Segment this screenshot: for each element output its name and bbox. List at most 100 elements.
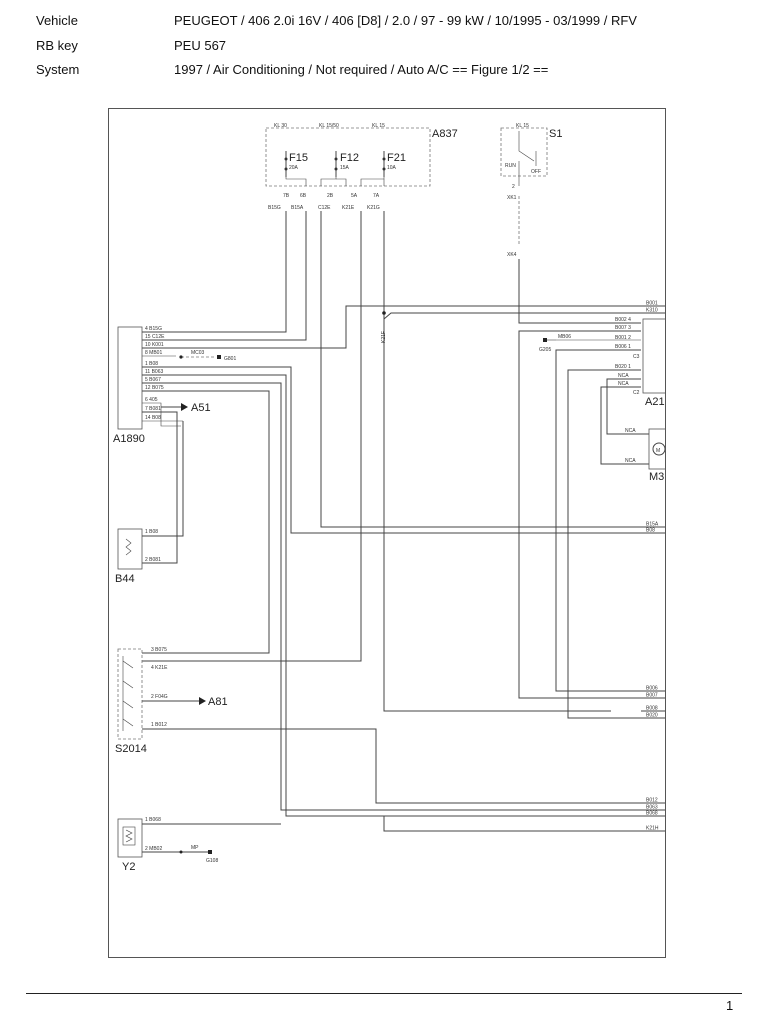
footer-rule (26, 993, 742, 994)
fuse-pin-3: 2B (327, 193, 334, 199)
y2-ground-point: G108 (206, 858, 218, 864)
kl30-label: KL 30 (274, 123, 287, 129)
a212-pin-3: B001 2 (615, 335, 631, 341)
connector-wire-2: K310 (646, 308, 658, 314)
connector-wire-8: B020 (646, 713, 658, 719)
f12-label: F12 (340, 152, 359, 164)
fuse-f15: F15 20A (284, 151, 308, 177)
a1890-pin-6: 11 B063 (145, 369, 163, 375)
a212-pin-8: NCA (618, 381, 629, 387)
wiring-diagram-frame: A837 KL 30 KL 15/50 KL 15 F15 20A F12 15… (108, 108, 666, 958)
f21-rating: 10A (387, 165, 397, 171)
a1890-pin-3: 10 K001 (145, 342, 164, 348)
a1890-pin-1: 4 B15G (145, 326, 162, 332)
fuse-wire-3: C12E (318, 205, 331, 211)
y2-pin-2: 2 MB02 (145, 846, 162, 852)
kl15-label: KL 15 (372, 123, 385, 129)
a212-ground-point: G205 (539, 347, 551, 353)
b44-pin-2: 2 B081 (145, 557, 161, 563)
fuse-wire-5: K21G (367, 205, 380, 211)
f15-label: F15 (289, 152, 308, 164)
fuse-pin-4: 5A (351, 193, 358, 199)
connector-wire-7: B008 (646, 706, 658, 712)
a1890-pin-4: 8 MB01 (145, 350, 162, 356)
m3-label: M3 (649, 471, 664, 483)
a212-pin-7: NCA (618, 373, 629, 379)
s1-run-label: RUN (505, 163, 516, 169)
s1-wire-xk1: XK1 (507, 195, 517, 201)
coil-icon (122, 826, 136, 846)
a1890-pin-9: 6 405 (145, 397, 158, 403)
s2014-pin-2: 4 K21E (151, 665, 168, 671)
connector-wire-6: B007 (646, 693, 658, 699)
connector-wire-10: B063 (646, 805, 658, 811)
m3-wire-2: NCA (625, 458, 636, 464)
s1-off-label: OFF (531, 169, 541, 175)
connector-wire-12: K21H (646, 826, 659, 832)
rb-key-label: RB key (36, 38, 78, 53)
right-connector: B0011K3102B15A3B084B0065B0076B0087B0208B… (641, 301, 665, 832)
m3-wire-1: NCA (625, 428, 636, 434)
s2014-label: S2014 (115, 743, 147, 755)
svg-text:M: M (656, 448, 660, 454)
fuse-pin-5: 7A (373, 193, 380, 199)
k21f-wire-label: K21F (381, 331, 387, 343)
s1-pin: 2 (512, 184, 515, 190)
b44-pin-1: 1 B08 (145, 529, 158, 535)
s2014-contacts (122, 656, 134, 731)
connector-wire-9: B012 (646, 798, 658, 804)
switch-s2014 (117, 648, 143, 740)
fuse-pin-1: 7B (283, 193, 290, 199)
a212-pin-2: B007 3 (615, 325, 631, 331)
f21-label: F21 (387, 152, 406, 164)
motor-icon (652, 442, 665, 456)
a1890-pin-10: 7 B081 (145, 406, 161, 412)
a212-pin-4: B006 1 (615, 344, 631, 350)
fuse-box-a837 (265, 127, 431, 187)
y2-label: Y2 (122, 861, 135, 873)
y2-pin-1: 1 B068 (145, 817, 161, 823)
rb-key-value: PEU 567 (174, 38, 227, 53)
a1890-pin-labels: 4 B15G 15 C12E 10 K001 8 MB01 1 B08 11 B… (145, 326, 165, 421)
a212-pin-labels: B002 4 B007 3 B001 2 B006 1 C3 B020 1 NC… (615, 317, 640, 396)
connector-wire-4: B08 (646, 528, 655, 534)
sensor-b44 (117, 528, 143, 570)
a837-label: A837 (432, 128, 458, 140)
vehicle-label: Vehicle (36, 13, 78, 28)
a1890-ground-wire: MC03 (191, 350, 205, 356)
f12-rating: 15A (340, 165, 350, 171)
system-value: 1997 / Air Conditioning / Not required /… (174, 62, 549, 77)
fuse-wire-4: K21E (342, 205, 355, 211)
a1890-pin-11: 14 B08 (145, 415, 161, 421)
fuse-pin-2: 6B (300, 193, 307, 199)
a212-pin-9: C2 (633, 390, 640, 396)
f15-rating: 20A (289, 165, 299, 171)
connector-wire-11: B068 (646, 811, 658, 817)
s2014-pin-4: 1 B012 (151, 722, 167, 728)
module-a212 (642, 318, 665, 394)
connector-wire-5: B006 (646, 686, 658, 692)
system-label: System (36, 62, 80, 77)
a212-ground-wire: MB06 (558, 334, 571, 340)
a81-label: A81 (208, 696, 228, 708)
a212-pin-5: C3 (633, 354, 640, 360)
a212-pin-6: B020 1 (615, 364, 631, 370)
vehicle-value: PEUGEOT / 406 2.0i 16V / 406 [D8] / 2.0 … (174, 13, 637, 28)
ecu-a1890 (117, 326, 143, 430)
s1-kl15-label: KL 15 (516, 123, 529, 129)
kl1550-label: KL 15/50 (319, 123, 339, 129)
s2014-pin-3: 2 F04G (151, 694, 168, 700)
connector-wire-3: B15A (646, 522, 659, 528)
a1890-label: A1890 (113, 433, 145, 445)
y2-ground-wire: MP (191, 845, 199, 851)
fuse-wire-2: B15A (291, 205, 304, 211)
a1890-pin-2: 15 C12E (145, 334, 165, 340)
wiring-diagram: A837 KL 30 KL 15/50 KL 15 F15 20A F12 15… (113, 123, 665, 873)
page-number: 1 (726, 998, 734, 1013)
a1890-ground-point: G801 (224, 356, 236, 362)
b44-label: B44 (115, 573, 135, 585)
switch-s1 (500, 127, 548, 177)
a1890-pin-8: 12 B075 (145, 385, 164, 391)
a1890-pin-7: 5 B067 (145, 377, 161, 383)
resistor-icon (125, 538, 132, 556)
